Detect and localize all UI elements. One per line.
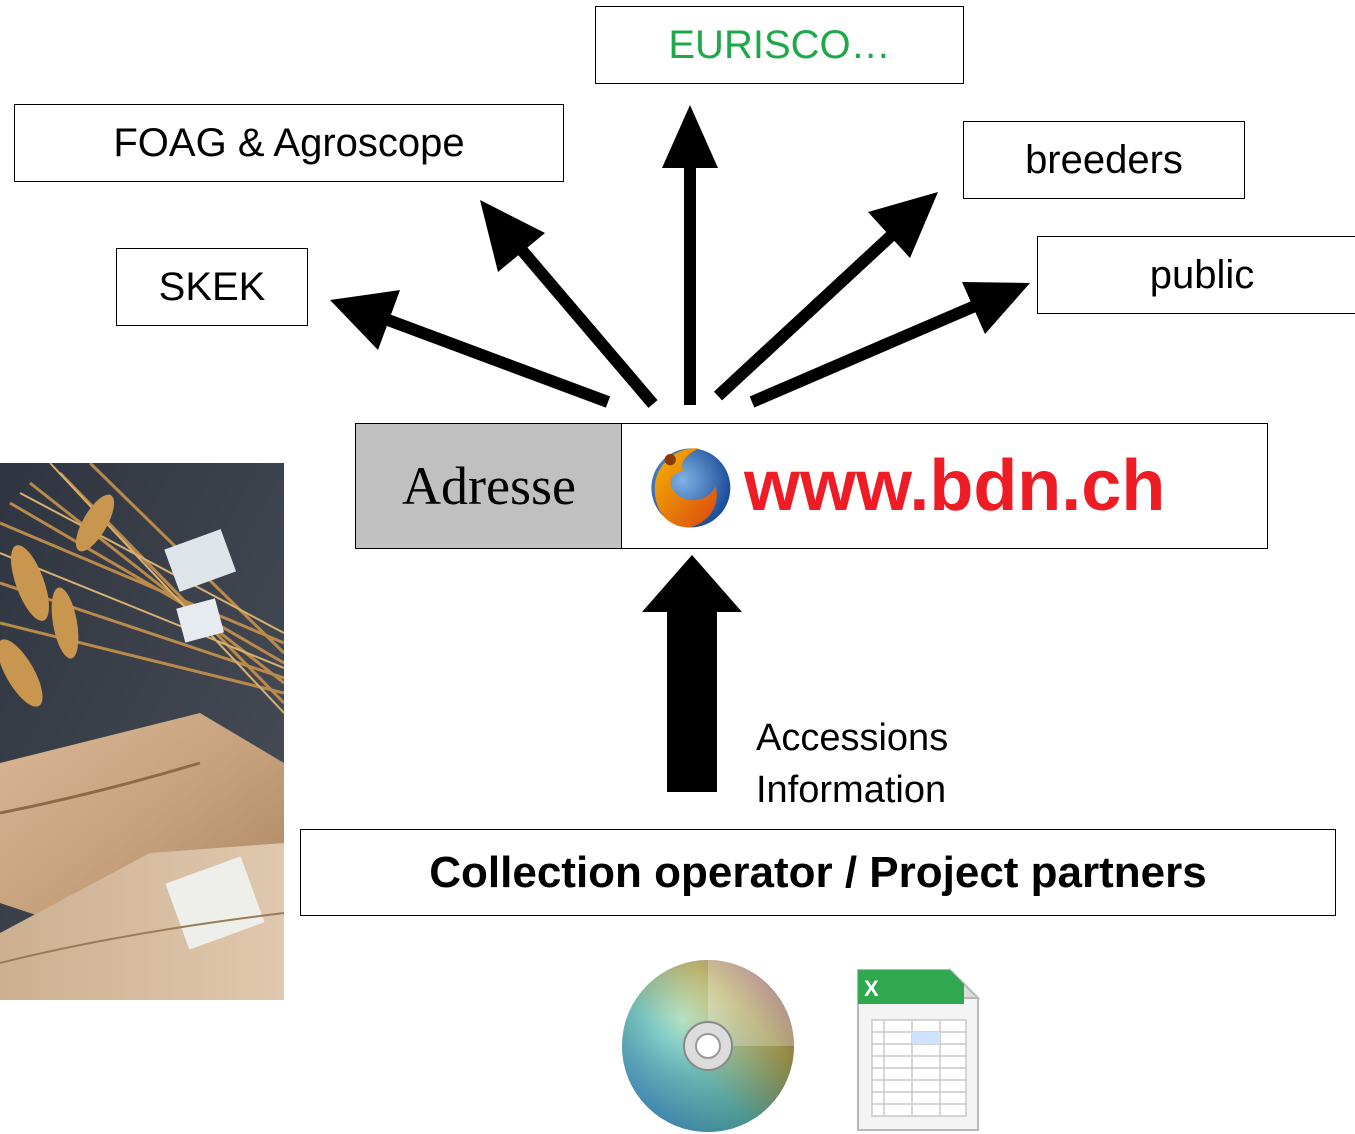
address-label: Adresse bbox=[402, 456, 576, 516]
wheat-seed-bags-photo bbox=[0, 463, 284, 1000]
eurisco-label: EURISCO… bbox=[668, 22, 891, 67]
arrowhead-eurisco bbox=[662, 105, 718, 168]
svg-text:X: X bbox=[864, 976, 879, 1001]
arrow-to-skek bbox=[385, 314, 611, 408]
arrow-to-public bbox=[749, 300, 978, 408]
public-label: public bbox=[1149, 252, 1255, 297]
breeders-label: breeders bbox=[1025, 137, 1183, 182]
upload-arrow-shaft bbox=[667, 612, 717, 792]
cd-disc-icon bbox=[622, 960, 794, 1132]
eurisco-box: EURISCO… bbox=[595, 6, 964, 84]
firefox-browser-icon bbox=[651, 448, 731, 528]
skek-box: SKEK bbox=[116, 248, 308, 326]
foag-label: FOAG & Agroscope bbox=[113, 120, 465, 165]
arrow-to-breeders bbox=[713, 229, 898, 401]
address-url-box[interactable]: www.bdn.ch bbox=[621, 423, 1268, 549]
arrowhead-skek bbox=[330, 290, 400, 350]
url-text: www.bdn.ch bbox=[744, 446, 1166, 526]
address-label-box: Adresse bbox=[355, 423, 623, 549]
upload-arrowhead bbox=[642, 555, 742, 612]
collection-operator-label: Collection operator / Project partners bbox=[429, 847, 1207, 897]
arrowhead-public bbox=[962, 282, 1030, 334]
arrow-to-foag bbox=[515, 244, 658, 408]
spreadsheet-file-icon: X bbox=[857, 967, 981, 1131]
skek-label: SKEK bbox=[158, 264, 266, 309]
upload-label-line1: Accessions bbox=[756, 717, 949, 759]
arrowhead-foag bbox=[480, 200, 545, 272]
upload-label-line2: Information bbox=[756, 769, 947, 811]
breeders-box: breeders bbox=[963, 121, 1245, 199]
collection-operator-box: Collection operator / Project partners bbox=[300, 829, 1336, 916]
foag-agroscope-box: FOAG & Agroscope bbox=[14, 104, 564, 182]
arrowhead-breeders bbox=[868, 192, 938, 258]
public-box: public bbox=[1037, 236, 1355, 314]
upload-label: Accessions Information bbox=[756, 712, 948, 816]
